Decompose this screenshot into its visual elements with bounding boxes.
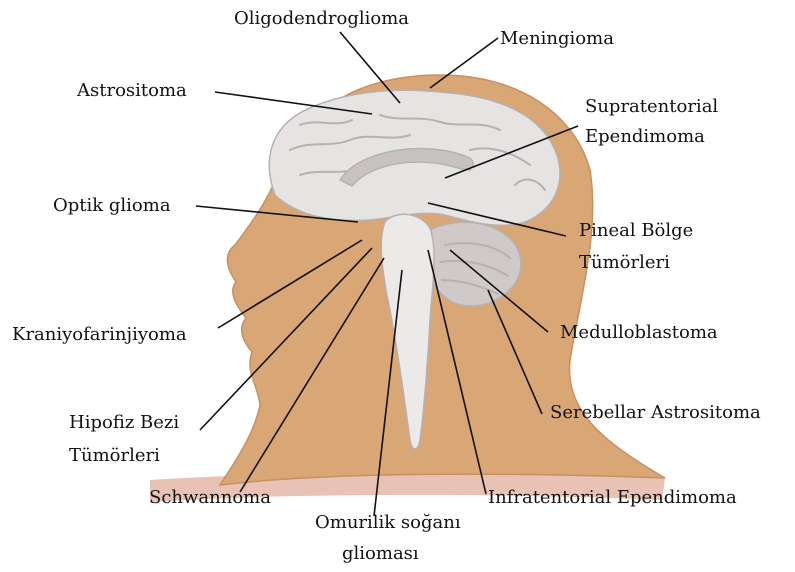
label-serebellar-astrositoma: Serebellar Astrositoma [550, 402, 761, 423]
label-supratentorial-2: Ependimoma [585, 126, 705, 147]
label-schwannoma: Schwannoma [149, 487, 271, 508]
label-optik-glioma: Optik glioma [53, 195, 171, 216]
label-hipofiz-1: Hipofiz Bezi [69, 412, 179, 433]
label-hipofiz-2: Tümörleri [69, 445, 160, 466]
label-medulloblastoma: Medulloblastoma [560, 322, 718, 343]
label-pineal-2: Tümörleri [579, 252, 670, 273]
label-oligodendroglioma: Oligodendroglioma [234, 8, 409, 29]
label-meningioma: Meningioma [500, 28, 614, 49]
label-kraniyofarinjiyoma: Kraniyofarinjiyoma [12, 324, 187, 345]
label-supratentorial-1: Supratentorial [585, 96, 718, 117]
label-pineal-1: Pineal Bölge [579, 220, 693, 241]
label-astrositoma: Astrositoma [76, 80, 187, 101]
label-omurilik-1: Omurilik soğanı [315, 512, 461, 533]
label-omurilik-2: glioması [342, 543, 419, 564]
label-infratentorial-ependimoma: Infratentorial Ependimoma [488, 487, 737, 508]
